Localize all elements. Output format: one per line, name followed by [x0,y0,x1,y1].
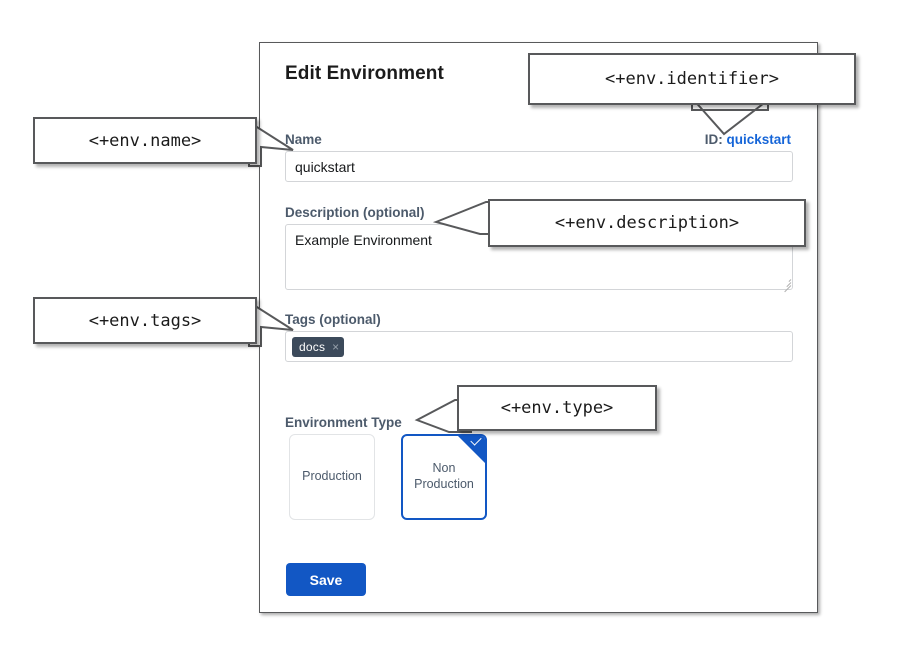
callout-env-name: <+env.name> [33,117,257,164]
callout-env-description: <+env.description> [488,199,806,247]
callout-env-type: <+env.type> [457,385,657,431]
description-label: Description (optional) [285,205,425,220]
tags-label: Tags (optional) [285,312,381,327]
callout-env-description-text: <+env.description> [554,213,740,233]
tag-remove-icon[interactable]: × [332,340,340,354]
tags-input[interactable]: docs × [285,331,793,362]
type-card-non-production[interactable]: Non Production [401,434,487,520]
callout-env-type-text: <+env.type> [500,398,614,418]
name-input[interactable] [285,151,793,182]
callout-env-name-text: <+env.name> [88,130,202,151]
environment-id-label: ID: [704,132,723,147]
callout-env-tags: <+env.tags> [33,297,257,344]
environment-id-value[interactable]: quickstart [726,132,791,147]
selected-corner-ribbon [458,436,485,463]
type-card-production-label: Production [302,469,362,484]
type-card-non-production-label: Non Production [414,461,474,491]
tag-chip-label: docs [299,340,326,354]
tag-chip[interactable]: docs × [292,337,345,357]
callout-env-identifier: <+env.identifier> [528,53,856,105]
environment-type-label: Environment Type [285,415,402,430]
environment-id-row: ID: quickstart [705,132,791,147]
edit-environment-panel: Edit Environment ID: quickstart Name Des… [259,42,818,613]
callout-tail-identifier [691,95,769,136]
type-card-production[interactable]: Production [289,434,375,520]
name-label: Name [285,132,322,147]
callout-env-tags-text: <+env.tags> [88,310,202,331]
save-button[interactable]: Save [286,563,366,596]
page-title: Edit Environment [285,63,444,84]
callout-env-identifier-text: <+env.identifier> [605,69,779,89]
